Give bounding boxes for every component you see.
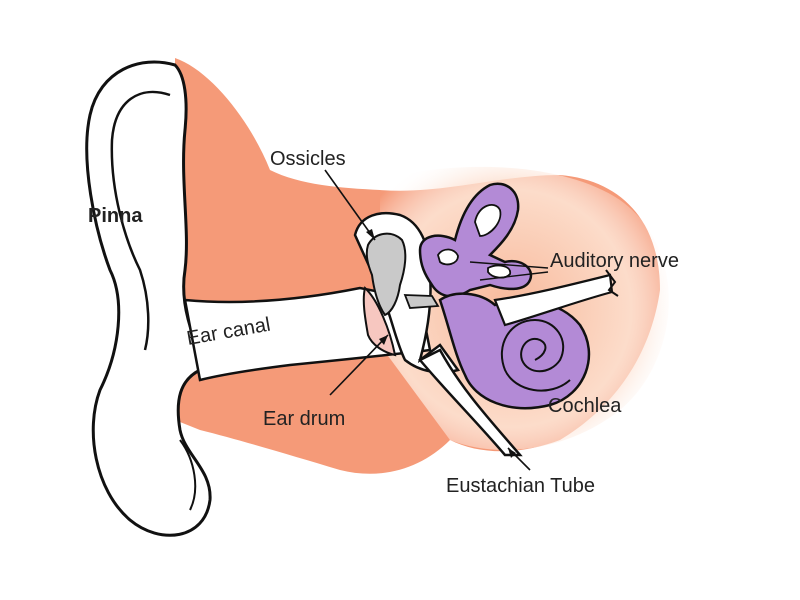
eustachian-tube-shape [418, 348, 523, 457]
pointer-ear-drum-head [379, 335, 388, 345]
pointer-ossicles [324, 169, 376, 241]
auditory-nerve-end [605, 269, 619, 297]
label-eustachian-tube: Eustachian Tube [446, 475, 595, 497]
label-pinna: Pinna [88, 205, 143, 227]
pointer-auditory-nerve-1 [469, 261, 549, 269]
label-ear-drum: Ear drum [263, 408, 345, 430]
cochlea-shape [438, 292, 591, 410]
label-cochlea: Cochlea [548, 395, 622, 417]
pinna-lobe-line [179, 439, 197, 511]
ossicles-stapes [403, 294, 440, 309]
ossicles-shape [365, 232, 407, 317]
cochlea-spiral [500, 318, 571, 392]
lower-tissue [175, 345, 450, 474]
pinna-shape [85, 60, 213, 537]
ear-drum-shape [362, 286, 397, 357]
pointer-ossicles-head [366, 229, 375, 240]
pointer-ear-drum [329, 334, 389, 396]
pointer-eustachian-head [508, 448, 516, 458]
label-auditory-nerve: Auditory nerve [550, 250, 679, 272]
pinna-inner-fold [110, 90, 171, 351]
semicircular-canal-hole-3 [487, 264, 511, 279]
pointer-auditory-nerve-2 [479, 271, 549, 281]
label-ossicles: Ossicles [270, 148, 346, 170]
semicircular-canal-hole-1 [474, 204, 502, 237]
semicircular-canal-hole-2 [437, 248, 459, 266]
